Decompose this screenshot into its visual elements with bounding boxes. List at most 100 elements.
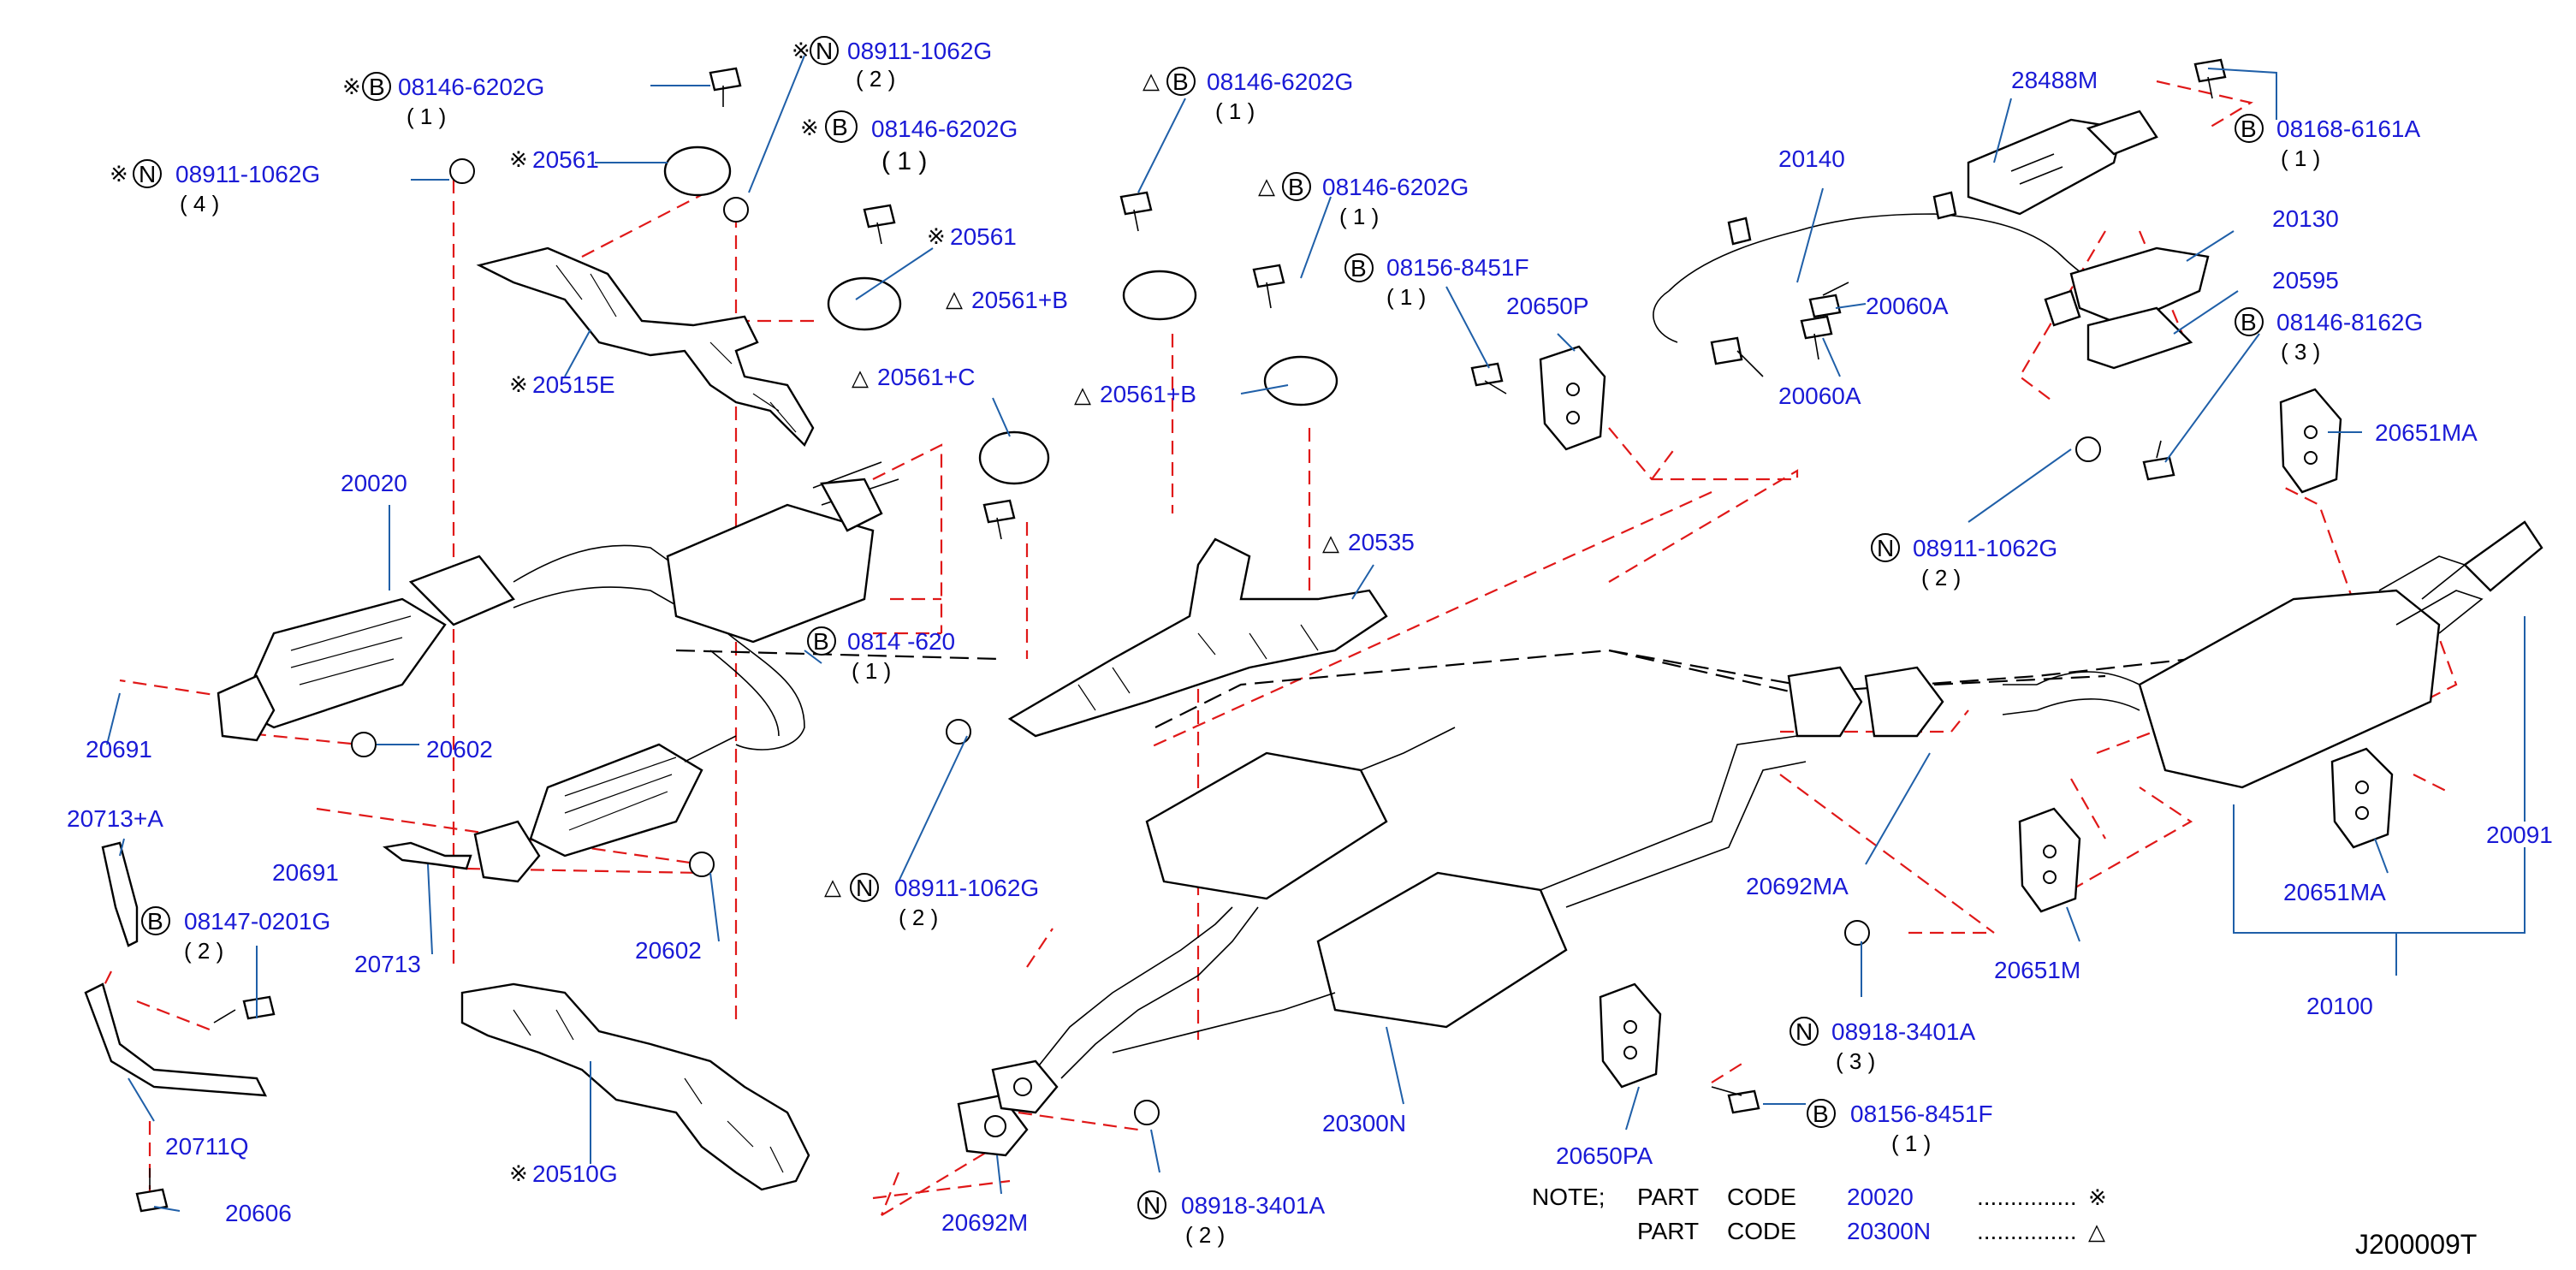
svg-text:( 3 ): ( 3 ) [1836,1048,1875,1074]
bracket-28488m [1967,110,2158,216]
part-code-20650pa[interactable]: 20650PA [1556,1142,1653,1169]
part-code-08911-1062g-b[interactable]: 08911-1062G [175,161,320,187]
part-code-08911-1062g-a[interactable]: 08911-1062G [847,38,992,64]
svg-text:△: △ [1322,530,1339,555]
part-code-20130[interactable]: 20130 [2272,205,2339,232]
svg-text:※: ※ [509,1160,528,1186]
note-code-2: CODE [1727,1218,1796,1244]
part-code-08146-6202g-c[interactable]: 08146-6202G [1207,68,1353,95]
circle-b-icon: B [369,74,385,100]
part-code-20060a-a[interactable]: 20060A [1866,293,1949,319]
fasteners [135,58,2227,1213]
svg-text:B: B [1172,68,1189,95]
part-code-08147-0201g[interactable]: 08147-0201G [184,908,330,935]
kome-symbol: ※ [342,74,361,99]
center-heat-shield-20535 [1007,537,1388,738]
svg-text:( 2 ): ( 2 ) [184,938,223,964]
svg-text:B: B [2241,116,2257,142]
front-tube-20020 [217,461,899,883]
svg-text:N: N [1877,535,1894,561]
part-code-08168-6161a[interactable]: 08168-6161A [2276,116,2420,142]
bracket-20711q [84,982,268,1097]
svg-text:( 3 ): ( 3 ) [2281,339,2320,365]
callout-labels: ※ B 08146-6202G ( 1 ) ※ N 08911-1062G ( … [67,36,2553,1248]
svg-text:( 1 ): ( 1 ) [2281,145,2320,171]
part-code-20692m[interactable]: 20692M [941,1209,1028,1236]
diagram-id: J200009T [2355,1229,2477,1260]
part-code-28488m[interactable]: 28488M [2011,67,2098,93]
svg-text:△: △ [1258,173,1275,199]
part-code-08146-6202g-d[interactable]: 08146-6202G [1322,174,1469,200]
part-code-20651ma-b[interactable]: 20651MA [2283,879,2386,905]
part-code-08918-3401a-b[interactable]: 08918-3401A [1181,1192,1325,1219]
svg-text:( 1 ): ( 1 ) [1339,204,1379,229]
part-code-20691-a[interactable]: 20691 [86,736,152,763]
leader-lines [106,55,2526,1212]
part-code-20606[interactable]: 20606 [225,1200,292,1226]
part-code-20510g[interactable]: 20510G [532,1160,618,1187]
part-code-20713[interactable]: 20713 [354,951,421,977]
svg-text:△: △ [1143,68,1160,93]
part-code-20561c[interactable]: 20561+C [877,364,975,390]
note-code-1: CODE [1727,1184,1796,1210]
note-symbol-1: ※ [2088,1184,2107,1210]
heat-shield-20515e [476,246,815,448]
part-code-20060a-b[interactable]: 20060A [1778,383,1861,409]
note-block: NOTE; PART CODE 20020 ............... ※ … [1532,1184,2107,1244]
svg-text:△: △ [852,365,869,390]
svg-text:B: B [1813,1101,1829,1127]
center-muffler-20300n [957,727,1807,1157]
part-code-20711q[interactable]: 20711Q [165,1133,249,1160]
part-code-0814-620[interactable]: 0814 -620 [847,628,955,655]
part-code-20713a[interactable]: 20713+A [67,805,163,832]
insulator-20651ma-bottom [2330,747,2394,849]
part-code-20535[interactable]: 20535 [1348,529,1415,555]
part-code-20300n[interactable]: 20300N [1322,1110,1406,1136]
bracket-20130-20595 [2069,246,2210,370]
insulator-20651ma-top [2279,388,2342,494]
part-code-08911-1062g-d[interactable]: 08911-1062G [894,875,1039,901]
part-code-08146-8162g[interactable]: 08146-8162G [2276,309,2423,335]
svg-text:( 1 ): ( 1 ) [1386,284,1426,310]
svg-text:B: B [2241,309,2257,335]
part-code-20691-b[interactable]: 20691 [272,859,339,886]
svg-text:N: N [1143,1192,1160,1219]
insulator-20650pa [1599,982,1662,1089]
part-code-20692ma[interactable]: 20692MA [1746,873,1849,899]
part-code-20651ma-a[interactable]: 20651MA [2375,419,2478,446]
part-code-20561-b[interactable]: 20561 [950,223,1017,250]
part-code-20140[interactable]: 20140 [1778,145,1845,172]
svg-text:N: N [856,875,873,901]
svg-text:※: ※ [509,146,528,172]
part-code-20595[interactable]: 20595 [2272,267,2339,294]
svg-text:N: N [139,161,156,187]
note-part-2: PART [1637,1218,1699,1244]
svg-text:※: ※ [509,371,528,397]
part-code-08156-8451f-b[interactable]: 08156-8451F [1850,1101,1993,1127]
part-code-08146-6202g-b[interactable]: 08146-6202G [871,116,1018,142]
part-code-20020[interactable]: 20020 [341,470,407,496]
note-value-1: 20020 [1847,1184,1914,1210]
svg-text:△: △ [946,286,963,312]
part-code-20602-a[interactable]: 20602 [426,736,493,763]
part-code-08911-1062g-c[interactable]: 08911-1062G [1913,535,2057,561]
part-code-20651m[interactable]: 20651M [1994,957,2080,983]
part-code-08146-6202g-a[interactable]: 08146-6202G [398,74,544,100]
part-code-20561b-a[interactable]: 20561+B [971,287,1068,313]
svg-text:※: ※ [110,161,128,187]
part-code-08156-8451f-a[interactable]: 08156-8451F [1386,254,1529,281]
svg-text:※: ※ [800,115,819,140]
note-dots-2: ............... [1977,1218,2077,1244]
part-code-20602-b[interactable]: 20602 [635,937,702,964]
part-code-20561b-b[interactable]: 20561+B [1100,381,1196,407]
black-guide-lines [675,649,2192,728]
bracket-20713 [383,841,472,870]
part-code-20515e[interactable]: 20515E [532,371,615,398]
part-code-20650p[interactable]: 20650P [1506,293,1589,319]
clamps [663,145,1338,485]
note-dots-1: ............... [1977,1184,2077,1210]
part-code-20561-a[interactable]: 20561 [532,146,599,173]
part-code-20091[interactable]: 20091 [2486,822,2553,848]
part-code-20100[interactable]: 20100 [2306,993,2373,1019]
part-code-08918-3401a-a[interactable]: 08918-3401A [1831,1018,1975,1045]
